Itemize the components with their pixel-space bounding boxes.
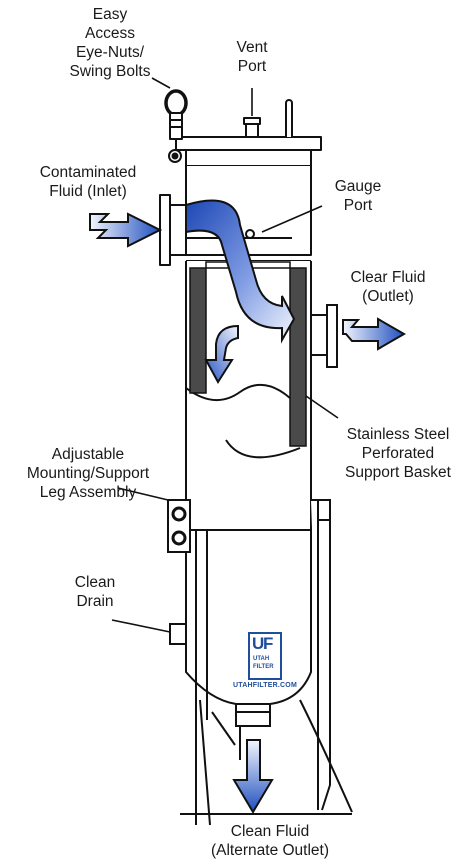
leader-basket <box>305 395 339 419</box>
basket-wall-right <box>289 267 307 447</box>
brand-logo: U F UTAH FILTER UTAHFILTER.COM <box>232 632 298 689</box>
outlet-arrow <box>342 317 407 351</box>
vent-tube <box>285 99 293 137</box>
label-bottom-outlet: Clean Fluid(Alternate Outlet) <box>210 823 330 859</box>
brand-logo-mark: U F UTAH FILTER <box>248 632 282 680</box>
outlet-flange <box>326 304 338 368</box>
bottom-outlet-arrow <box>232 739 274 814</box>
main-flow-arrow <box>185 199 296 344</box>
leader-leg <box>117 487 169 501</box>
housing-lid-band <box>185 149 312 167</box>
brand-url: UTAHFILTER.COM <box>233 682 297 689</box>
support-leg-right <box>311 499 331 811</box>
leader-eye-nuts <box>151 77 171 89</box>
outlet-flange-neck <box>310 314 328 356</box>
leader-drain <box>111 619 171 633</box>
basket-wall-left <box>189 267 207 394</box>
eye-nut-ring <box>164 89 188 117</box>
down-flow-arrow <box>204 324 239 384</box>
inlet-z-arrow <box>89 212 163 248</box>
clean-drain-fitting <box>169 623 187 645</box>
leader-gauge-port <box>261 205 323 233</box>
cutaway-edge <box>185 383 301 409</box>
label-outlet: Clear Fluid(Outlet) <box>350 269 426 305</box>
housing-lid <box>175 136 322 151</box>
gauge-port <box>245 229 255 239</box>
bottom-outlet-fitting <box>235 703 271 727</box>
basket-bottom-curve <box>225 439 301 459</box>
